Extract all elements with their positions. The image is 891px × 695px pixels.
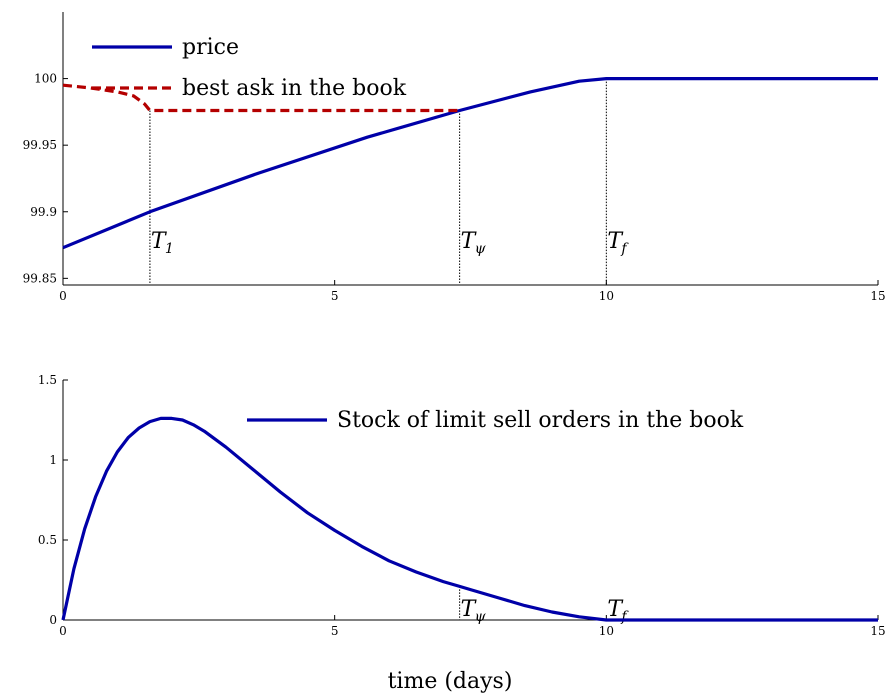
marker-subscript: f [620, 609, 629, 625]
legend-label: best ask in the book [182, 76, 407, 101]
x-axis-label: time (days) [388, 669, 513, 694]
x-tick-label: 10 [599, 624, 614, 638]
y-tick-label: 99.9 [30, 205, 57, 219]
x-tick-label: 5 [331, 289, 339, 303]
marker-subscript: ψ [475, 609, 487, 625]
y-tick-label: 99.85 [23, 271, 57, 285]
y-tick-label: 1 [49, 453, 57, 467]
y-tick-label: 100 [34, 72, 57, 86]
y-tick-label: 99.95 [23, 138, 57, 152]
marker-label: T [461, 229, 478, 254]
series-line [62, 76, 878, 250]
marker-label: T [461, 597, 478, 622]
legend-label: price [182, 35, 239, 60]
y-tick-label: 0.5 [38, 533, 57, 547]
x-tick-label: 15 [870, 624, 885, 638]
x-tick-label: 5 [331, 624, 339, 638]
marker-subscript: 1 [165, 241, 174, 257]
marker-label: T [607, 229, 624, 254]
series-line [61, 416, 878, 622]
x-tick-label: 15 [870, 289, 885, 303]
x-tick-label: 0 [59, 289, 67, 303]
x-tick-label: 0 [59, 624, 67, 638]
y-tick-label: 0 [49, 613, 57, 627]
legend-label: Stock of limit sell orders in the book [337, 408, 744, 433]
series-line [62, 83, 460, 113]
marker-subscript: ψ [475, 241, 487, 257]
y-tick-label: 1.5 [38, 373, 57, 387]
marker-label: T [151, 229, 168, 254]
x-tick-label: 10 [599, 289, 614, 303]
marker-subscript: f [620, 241, 629, 257]
marker-label: T [607, 597, 624, 622]
